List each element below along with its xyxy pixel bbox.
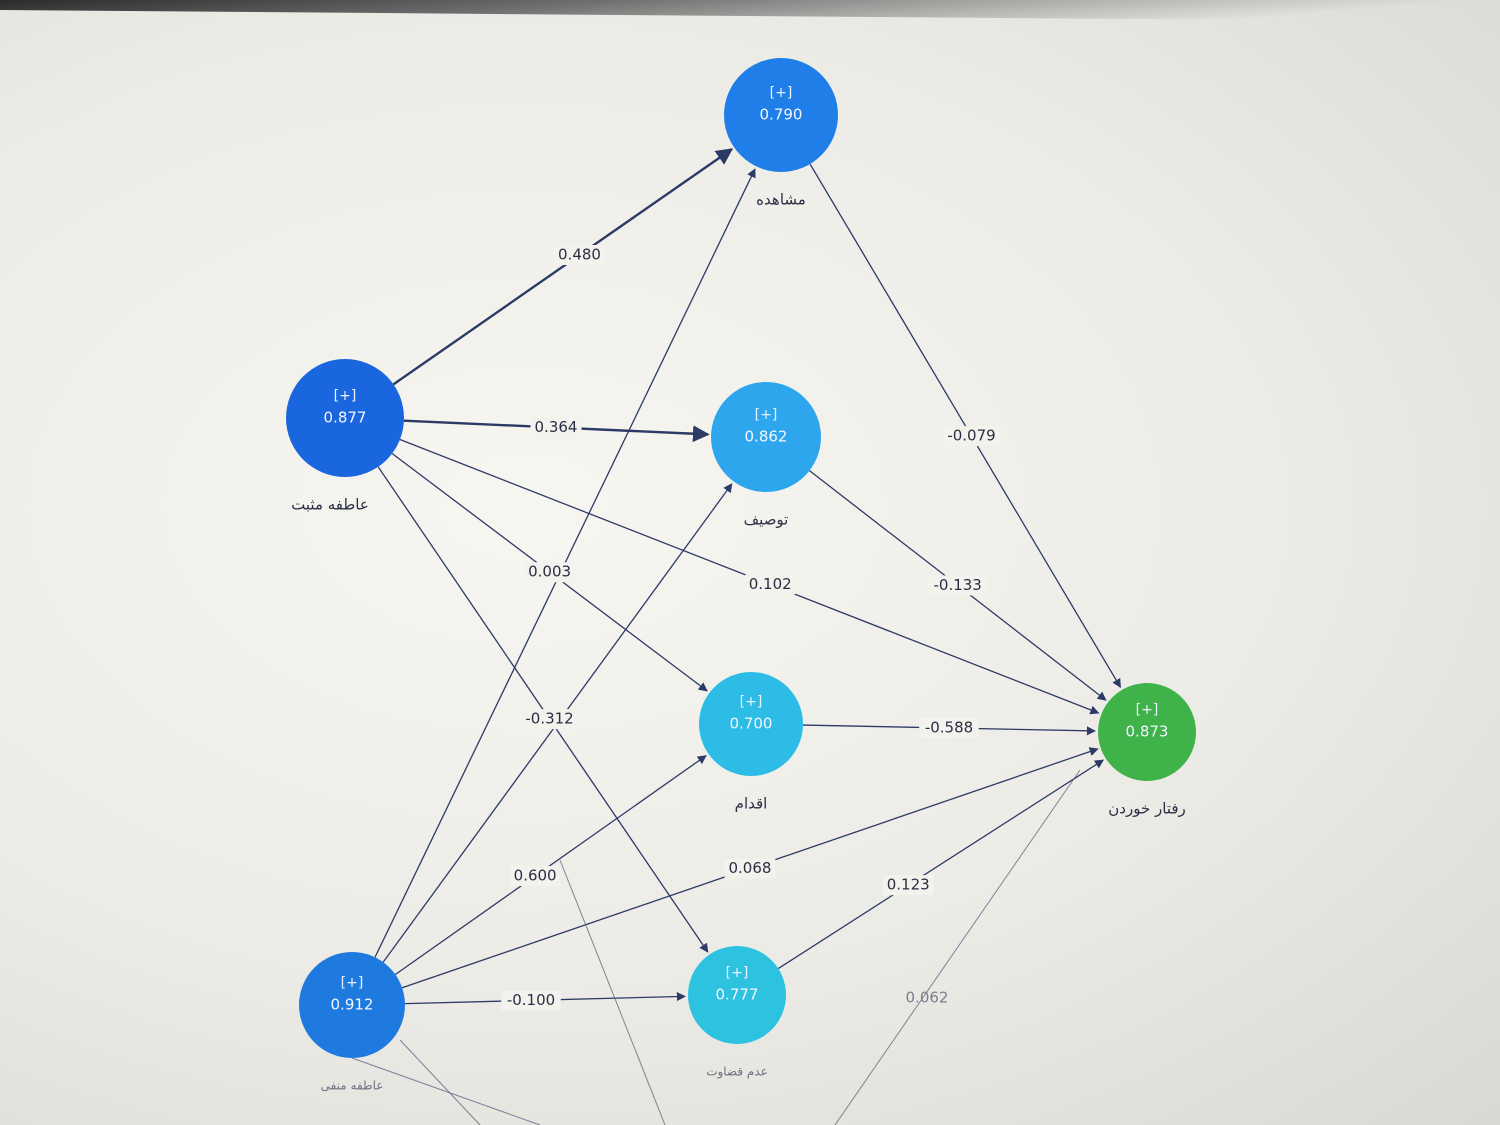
path-coefficient-bg [882, 875, 934, 896]
path-arrow-affect-attraction[interactable] [392, 148, 734, 386]
construct-node-nonjudge[interactable]: [+] 0.777 عدم قضاوت [688, 946, 786, 1080]
path-coefficient-bg [530, 417, 582, 438]
construct-name: عاطفه مثبت [291, 496, 369, 514]
construct-circle[interactable] [711, 382, 821, 492]
path-coefficient-bg [554, 245, 606, 266]
construct-circle[interactable] [688, 946, 786, 1044]
r-squared-value: 0.700 [730, 715, 773, 733]
construct-name: مشاهده [756, 191, 806, 209]
construct-node-affect[interactable]: [+] 0.877 عاطفه مثبت [286, 359, 404, 514]
construct-node-act[interactable]: [+] 0.700 اقدام [699, 672, 803, 813]
path-coefficient-affect-outcome: 0.102 [749, 575, 792, 593]
r-squared-value: 0.777 [716, 986, 759, 1004]
construct-name: عاطفه منفی [321, 1079, 384, 1093]
faint-path-coefficient: 0.062 [906, 989, 949, 1007]
expand-toggle-icon[interactable]: [+] [1136, 702, 1159, 718]
expand-toggle-icon[interactable]: [+] [341, 975, 364, 991]
construct-node-neg[interactable]: [+] 0.912 عاطفه منفی [299, 952, 405, 1093]
path-coefficient-neg-outcome: 0.068 [728, 859, 771, 877]
path-arrow-neg-act[interactable] [394, 755, 707, 976]
path-arrow-nonjudge-outcome[interactable] [777, 759, 1104, 970]
r-squared-value: 0.912 [331, 996, 374, 1014]
path-coefficient-desc-outcome: -0.133 [934, 576, 982, 594]
r-squared-value: 0.873 [1126, 723, 1169, 741]
offscreen-edge-2 [834, 769, 1081, 1125]
path-coefficient-bg [509, 866, 561, 887]
path-arrow-attraction-outcome[interactable] [809, 163, 1122, 689]
path-coefficient-nonjudge-outcome: 0.123 [887, 876, 930, 894]
path-coefficient-neg-act: 0.600 [514, 867, 557, 885]
construct-node-attraction[interactable]: [+] 0.790 مشاهده [724, 58, 838, 209]
expand-toggle-icon[interactable]: [+] [740, 694, 763, 710]
r-squared-value: 0.877 [324, 409, 367, 427]
path-coefficient-bg [524, 562, 576, 583]
offscreen-edge-0 [351, 1057, 541, 1125]
construct-name: رفتار خوردن [1108, 800, 1185, 818]
edge-labels-layer: 0.480 0.364 0.003 0.102 -0.312 -0.079 -0.133 -0… [501, 245, 1002, 1011]
path-coefficient-bg [501, 990, 561, 1011]
r-squared-value: 0.790 [760, 106, 803, 124]
path-coefficient-bg [919, 718, 979, 738]
offscreen-edges-layer: 0.062 [351, 769, 1081, 1125]
path-coefficient-bg [519, 709, 580, 730]
construct-circle[interactable] [699, 672, 803, 776]
construct-circle[interactable] [724, 58, 838, 172]
offscreen-edge-1 [559, 859, 666, 1125]
construct-circle[interactable] [1098, 683, 1196, 781]
expand-toggle-icon[interactable]: [+] [770, 85, 793, 101]
path-coefficient-neg-nonjudge: -0.100 [507, 991, 555, 1009]
path-coefficient-bg [724, 858, 776, 879]
construct-node-desc[interactable]: [+] 0.862 توصیف [711, 382, 821, 529]
expand-toggle-icon[interactable]: [+] [334, 388, 357, 404]
path-coefficient-bg [941, 426, 1002, 447]
path-coefficient-affect-nonjudge: -0.312 [525, 710, 573, 728]
construct-circle[interactable] [299, 952, 405, 1058]
path-coefficient-bg [927, 575, 988, 596]
path-coefficient-bg [744, 574, 796, 595]
construct-circle[interactable] [286, 359, 404, 477]
path-coefficient-act-outcome: -0.588 [925, 719, 973, 737]
path-coefficient-affect-attraction: 0.480 [558, 246, 601, 264]
construct-name: توصیف [744, 511, 789, 529]
construct-node-outcome[interactable]: [+] 0.873 رفتار خوردن [1098, 683, 1196, 818]
path-coefficient-attraction-outcome: -0.079 [947, 427, 995, 445]
offscreen-edge-3 [399, 1039, 481, 1125]
r-squared-value: 0.862 [745, 428, 788, 446]
construct-name: عدم قضاوت [706, 1065, 768, 1080]
path-coefficient-affect-desc: 0.364 [535, 418, 578, 436]
construct-name: اقدام [735, 795, 768, 813]
expand-toggle-icon[interactable]: [+] [726, 965, 749, 981]
path-coefficient-affect-act: 0.003 [528, 563, 571, 581]
expand-toggle-icon[interactable]: [+] [755, 407, 778, 423]
nodes-layer: [+] 0.790 مشاهده [+] 0.877 عاطفه مثبت [+] 0.862… [286, 58, 1196, 1093]
